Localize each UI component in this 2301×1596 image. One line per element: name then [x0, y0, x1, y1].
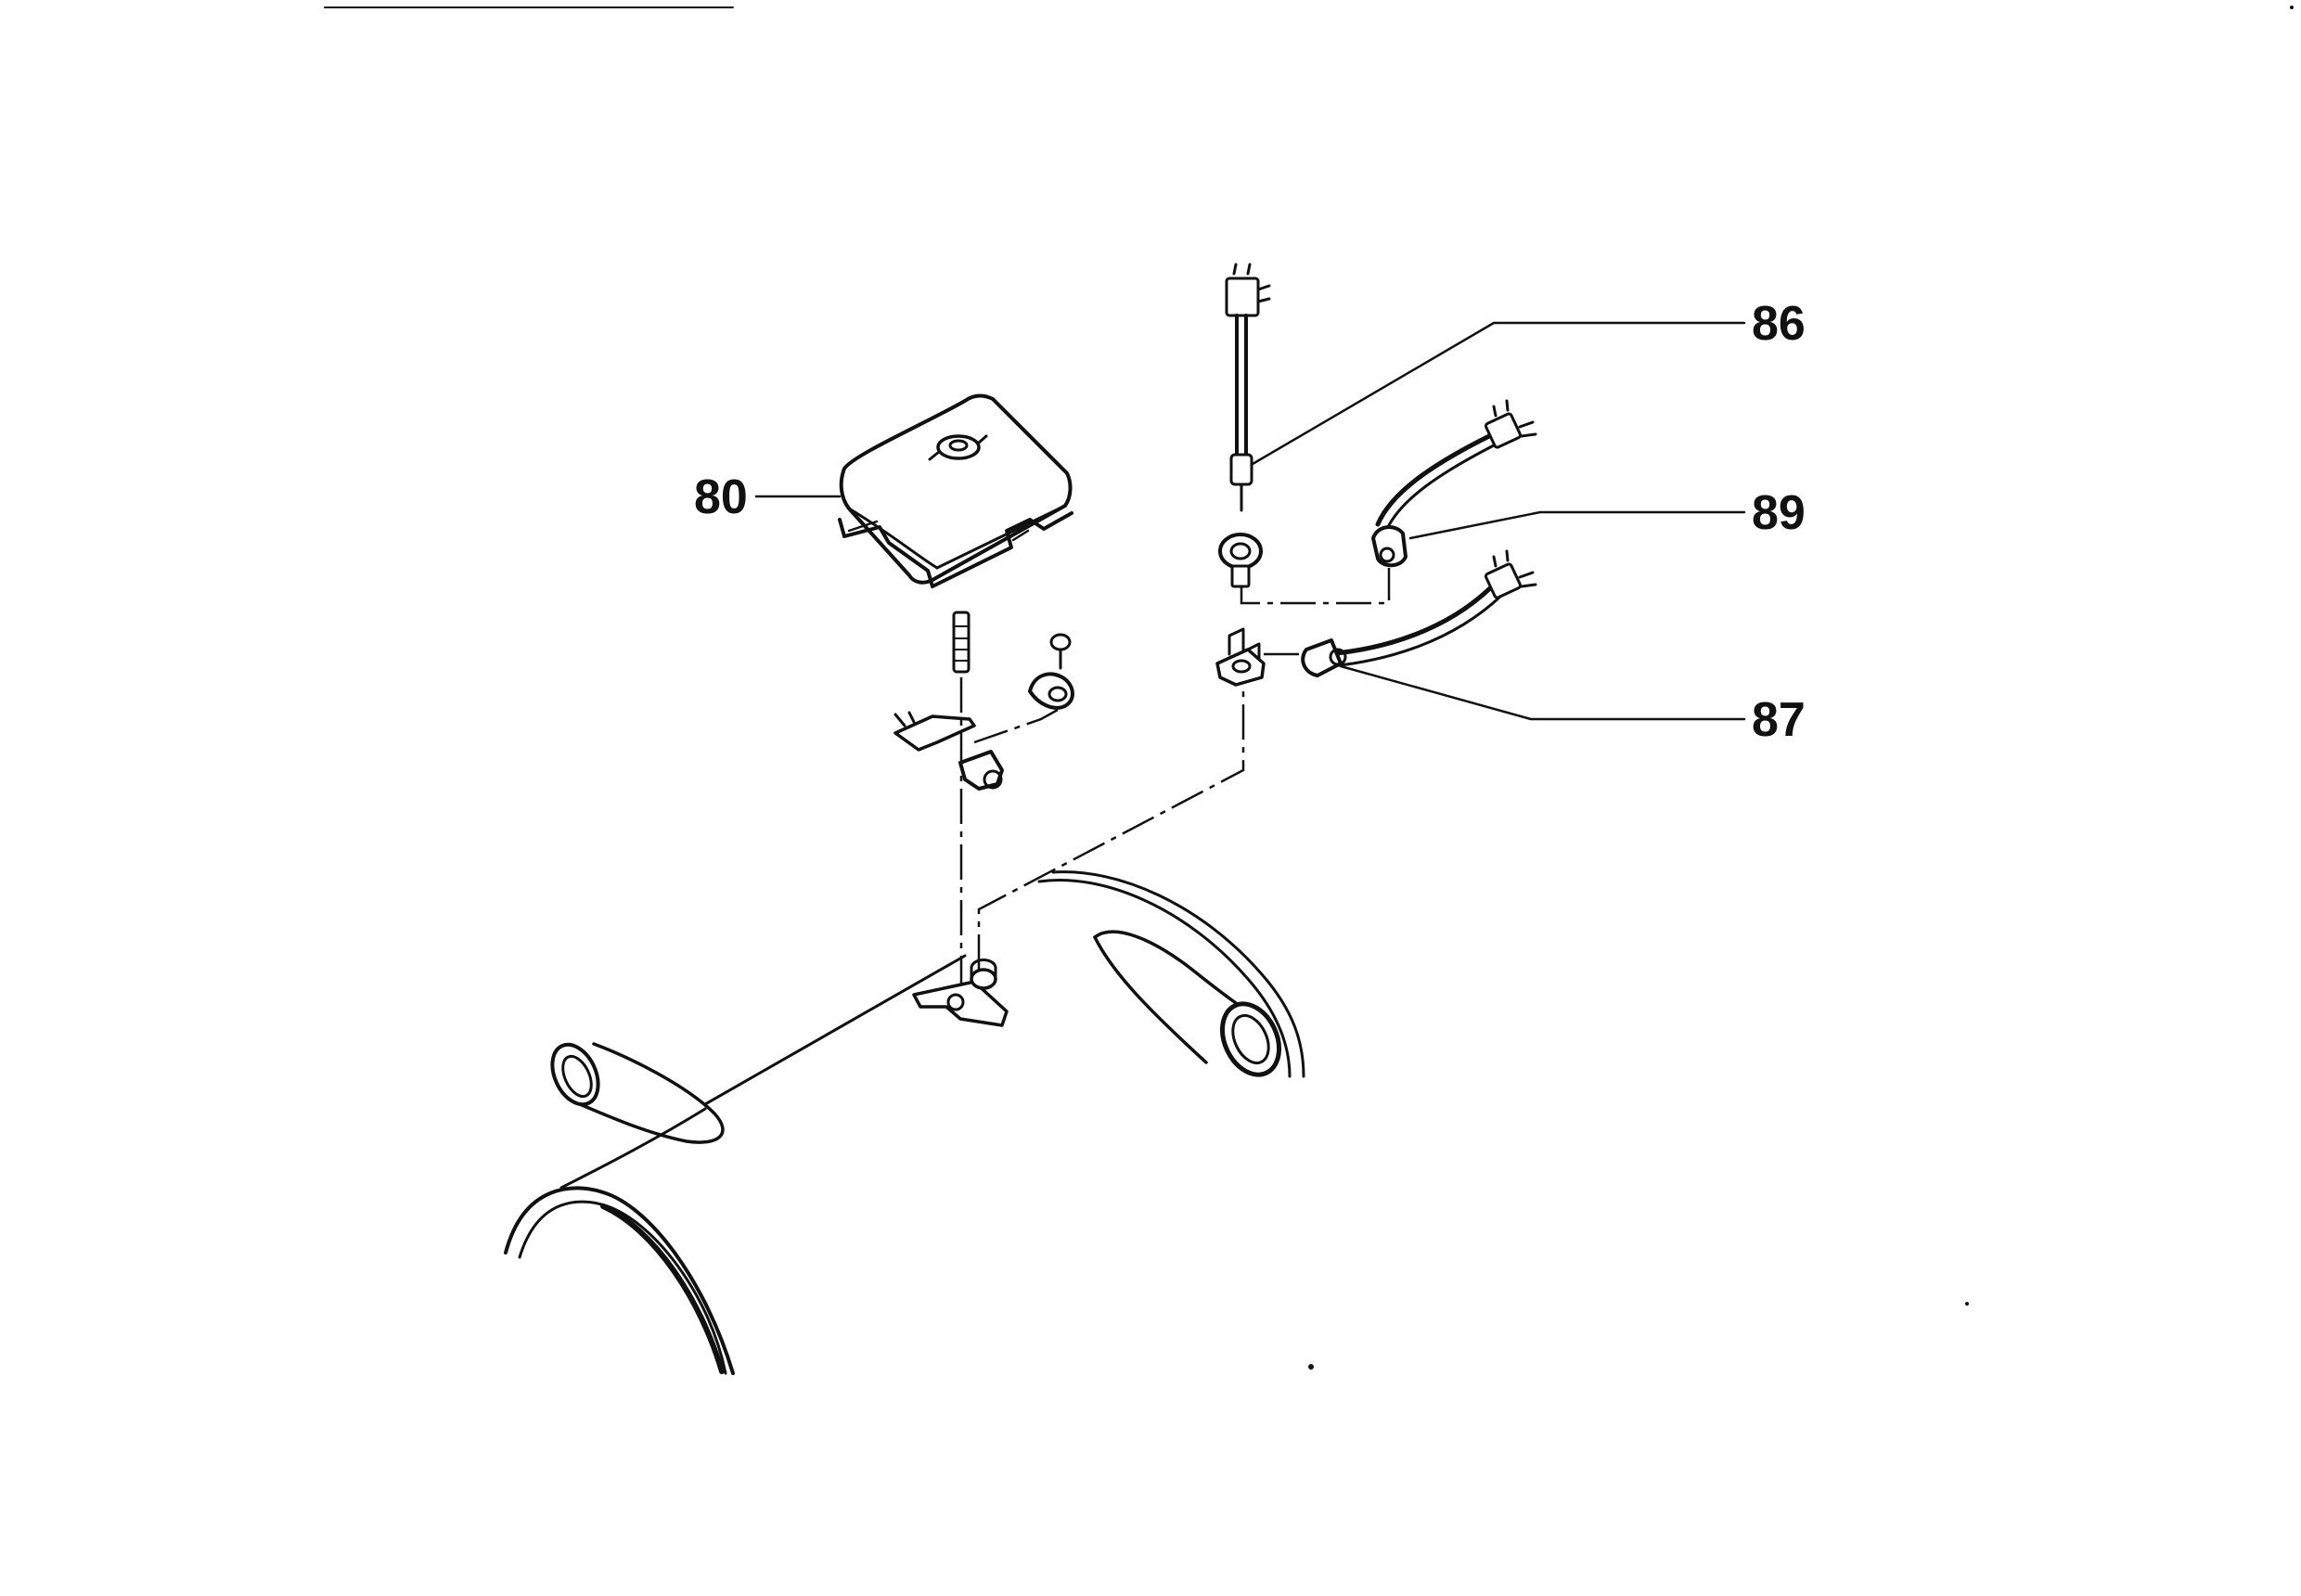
mounting-tab: [1215, 627, 1266, 687]
leader-line-89: [1408, 510, 1746, 540]
connector-bracket: [893, 711, 976, 752]
stud-bolt: [952, 611, 971, 674]
sensor-plug: [958, 750, 1004, 791]
callout-86: 86: [1752, 297, 1806, 351]
left-nozzle: [550, 1042, 725, 1144]
part-87-wiring-harness: [1301, 549, 1537, 677]
body-mounting-bracket: [912, 959, 1009, 1027]
part-80-cover-box: [838, 393, 1073, 588]
leader-lines: [754, 321, 1746, 721]
callout-89: 89: [1752, 486, 1806, 540]
callout-87: 87: [1752, 693, 1806, 747]
small-screw: [1049, 633, 1072, 670]
leader-line-87: [1339, 664, 1746, 721]
scan-specks: [1308, 6, 2294, 1370]
callout-80: 80: [694, 470, 748, 524]
sensor-nut: [1218, 533, 1263, 588]
leader-line-86: [1251, 321, 1746, 466]
cylinder-body: [504, 870, 1305, 1375]
cable-clip: [1028, 672, 1074, 710]
assembly-dash-lines: [959, 568, 1391, 984]
part-89-wiring-harness: [1371, 399, 1537, 568]
right-nozzle: [1093, 930, 1281, 1077]
part-86-sensor-probe: [1225, 263, 1271, 512]
